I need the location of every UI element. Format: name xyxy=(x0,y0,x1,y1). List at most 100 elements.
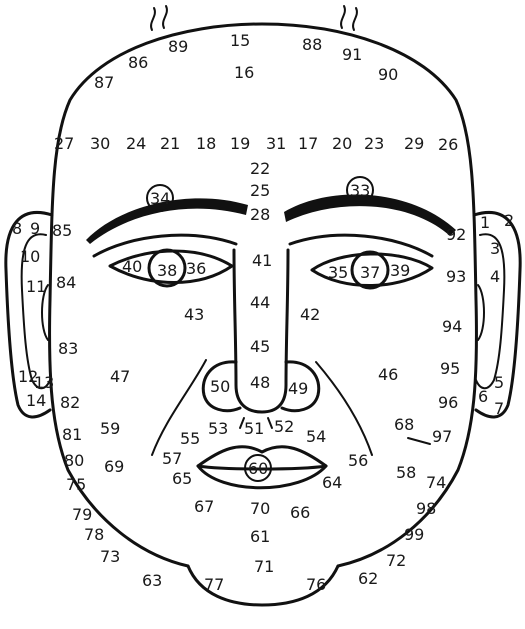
point-label: 42 xyxy=(300,305,320,324)
point-label: 90 xyxy=(378,65,398,84)
point-label: 78 xyxy=(84,525,104,544)
point-label: 46 xyxy=(378,365,398,384)
point-label: 69 xyxy=(104,457,124,476)
point-label: 34 xyxy=(150,189,170,208)
point-label: 51 xyxy=(244,419,264,438)
point-label: 13 xyxy=(34,373,54,392)
point-label: 30 xyxy=(90,134,110,153)
eyebrow-left xyxy=(284,195,456,236)
point-label: 82 xyxy=(60,393,80,412)
point-label: 49 xyxy=(288,379,308,398)
point-label: 14 xyxy=(26,391,46,410)
point-label: 67 xyxy=(194,497,214,516)
hair-strand xyxy=(353,8,357,30)
point-label: 54 xyxy=(306,427,326,446)
point-label: 37 xyxy=(360,263,380,282)
hair-strand xyxy=(151,8,155,30)
point-label: 98 xyxy=(416,499,436,518)
point-label: 10 xyxy=(20,247,40,266)
point-label: 74 xyxy=(426,473,446,492)
ear-left-lobe xyxy=(478,285,484,340)
point-label: 59 xyxy=(100,419,120,438)
point-label: 53 xyxy=(208,419,228,438)
point-label: 96 xyxy=(438,393,458,412)
point-label: 35 xyxy=(328,263,348,282)
point-label: 97 xyxy=(432,427,452,446)
point-label: 86 xyxy=(128,53,148,72)
point-label: 99 xyxy=(404,525,424,544)
point-label: 87 xyxy=(94,73,114,92)
point-label: 64 xyxy=(322,473,342,492)
point-label: 84 xyxy=(56,273,76,292)
point-label: 22 xyxy=(250,159,270,178)
point-label: 21 xyxy=(160,134,180,153)
point-label: 58 xyxy=(396,463,416,482)
point-label: 62 xyxy=(358,569,378,588)
point-label: 50 xyxy=(210,377,230,396)
wrinkle-mark xyxy=(408,438,430,444)
point-label: 63 xyxy=(142,571,162,590)
point-label: 19 xyxy=(230,134,250,153)
point-label: 3 xyxy=(490,239,500,258)
point-label: 47 xyxy=(110,367,130,386)
point-label: 65 xyxy=(172,469,192,488)
point-label: 83 xyxy=(58,339,78,358)
point-label: 16 xyxy=(234,63,254,82)
point-label: 95 xyxy=(440,359,460,378)
point-label: 40 xyxy=(122,257,142,276)
point-label: 4 xyxy=(490,267,500,286)
point-label: 33 xyxy=(350,181,370,200)
point-label: 27 xyxy=(54,134,74,153)
point-label: 61 xyxy=(250,527,270,546)
point-label: 92 xyxy=(446,225,466,244)
point-label: 77 xyxy=(204,575,224,594)
point-label: 15 xyxy=(230,31,250,50)
point-label: 80 xyxy=(64,451,84,470)
point-label: 89 xyxy=(168,37,188,56)
point-label: 71 xyxy=(254,557,274,576)
point-label: 88 xyxy=(302,35,322,54)
hair-strand xyxy=(163,6,167,28)
point-label: 41 xyxy=(252,251,272,270)
point-label: 55 xyxy=(180,429,200,448)
point-label: 5 xyxy=(494,373,504,392)
point-label: 26 xyxy=(438,135,458,154)
point-label: 48 xyxy=(250,373,270,392)
point-label: 24 xyxy=(126,134,146,153)
point-label: 18 xyxy=(196,134,216,153)
point-label: 20 xyxy=(332,134,352,153)
point-label: 66 xyxy=(290,503,310,522)
point-label: 2 xyxy=(504,211,514,230)
hair-strand xyxy=(341,6,345,28)
philtrum-mark xyxy=(268,418,272,428)
point-label: 85 xyxy=(52,221,72,240)
point-label: 72 xyxy=(386,551,406,570)
point-label: 29 xyxy=(404,134,424,153)
point-label: 75 xyxy=(66,475,86,494)
point-label: 57 xyxy=(162,449,182,468)
point-label: 11 xyxy=(26,277,46,296)
point-label: 36 xyxy=(186,259,206,278)
point-label: 39 xyxy=(390,261,410,280)
point-label: 93 xyxy=(446,267,466,286)
point-label: 23 xyxy=(364,134,384,153)
eyelid-crease-right xyxy=(94,235,236,256)
point-label: 76 xyxy=(306,575,326,594)
point-label: 1 xyxy=(480,213,490,232)
point-label: 25 xyxy=(250,181,270,200)
point-label: 81 xyxy=(62,425,82,444)
point-label: 52 xyxy=(274,417,294,436)
point-label: 9 xyxy=(30,219,40,238)
point-label: 8 xyxy=(12,219,22,238)
point-label: 28 xyxy=(250,205,270,224)
point-label: 68 xyxy=(394,415,414,434)
point-label: 70 xyxy=(250,499,270,518)
point-label: 17 xyxy=(298,134,318,153)
point-label: 79 xyxy=(72,505,92,524)
point-label: 31 xyxy=(266,134,286,153)
point-label: 94 xyxy=(442,317,462,336)
point-label: 6 xyxy=(478,387,488,406)
point-label: 38 xyxy=(157,261,177,280)
